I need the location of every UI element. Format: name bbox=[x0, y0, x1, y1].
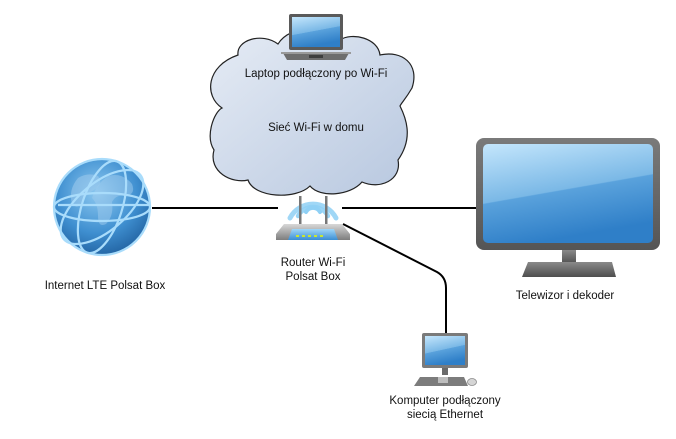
desktop-computer-icon bbox=[414, 333, 477, 386]
pc-label-line1: Komputer podłączony bbox=[389, 395, 501, 407]
router-label-line2: Polsat Box bbox=[285, 271, 341, 283]
edge-router-pc bbox=[342, 223, 447, 333]
cloud-label: Sieć Wi-Fi w domu bbox=[268, 122, 364, 134]
laptop-label: Laptop podłączony po Wi-Fi bbox=[244, 68, 388, 80]
router-label-line1: Router Wi-Fi bbox=[280, 257, 346, 269]
pc-label: Komputer podłączony siecią Ethernet bbox=[370, 394, 520, 422]
tv-label: Telewizor i dekoder bbox=[515, 290, 615, 302]
pc-label-line2: siecią Ethernet bbox=[406, 409, 484, 421]
internet-label: Internet LTE Polsat Box bbox=[44, 280, 166, 292]
wifi-router-icon bbox=[276, 196, 350, 240]
globe-icon bbox=[52, 157, 152, 257]
laptop-icon bbox=[281, 14, 351, 60]
router-label: Router Wi-Fi Polsat Box bbox=[253, 256, 373, 284]
connections bbox=[152, 207, 478, 333]
tv-monitor-icon bbox=[476, 138, 660, 277]
